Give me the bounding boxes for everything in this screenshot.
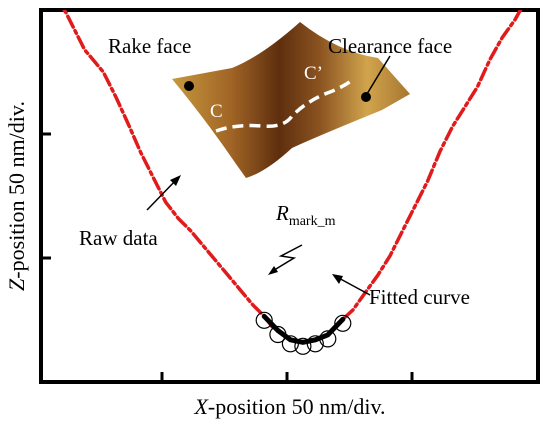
rake-face-label: Rake face	[108, 34, 191, 58]
point-c-prime-label: C’	[304, 63, 323, 84]
rake-face-marker	[184, 81, 194, 91]
clearance-face-pointer	[366, 55, 391, 95]
x-axis-title: X-position 50 nm/div.	[193, 394, 385, 419]
fitted-curve-arrowhead	[332, 274, 343, 284]
raw-data-arrow	[146, 177, 179, 211]
raw-data-label: Raw data	[79, 226, 158, 250]
fit-circles	[255, 311, 352, 355]
fit-point-circle	[255, 311, 273, 329]
fit-point-circle	[294, 337, 312, 355]
fit-point-circle	[334, 314, 352, 332]
afm-surface	[172, 22, 410, 178]
radius-label: Rmark_m	[275, 201, 336, 229]
y-ticks	[41, 132, 51, 260]
x-ticks	[160, 372, 414, 382]
clearance-face-marker	[361, 92, 371, 102]
fitted-curve-line	[261, 313, 346, 345]
y-axis-title: Z-position 50 nm/div.	[4, 101, 29, 291]
radius-arrowhead	[268, 266, 278, 275]
radius-zigzag-arrow	[270, 244, 303, 273]
plot-frame	[39, 8, 540, 384]
afm-inset: C C’	[172, 22, 410, 178]
clearance-face-label: Clearance face	[328, 34, 452, 58]
point-c-label: C	[210, 101, 223, 122]
fitted-curve-label: Fitted curve	[369, 285, 470, 309]
raw-data-arrowhead	[170, 175, 181, 186]
